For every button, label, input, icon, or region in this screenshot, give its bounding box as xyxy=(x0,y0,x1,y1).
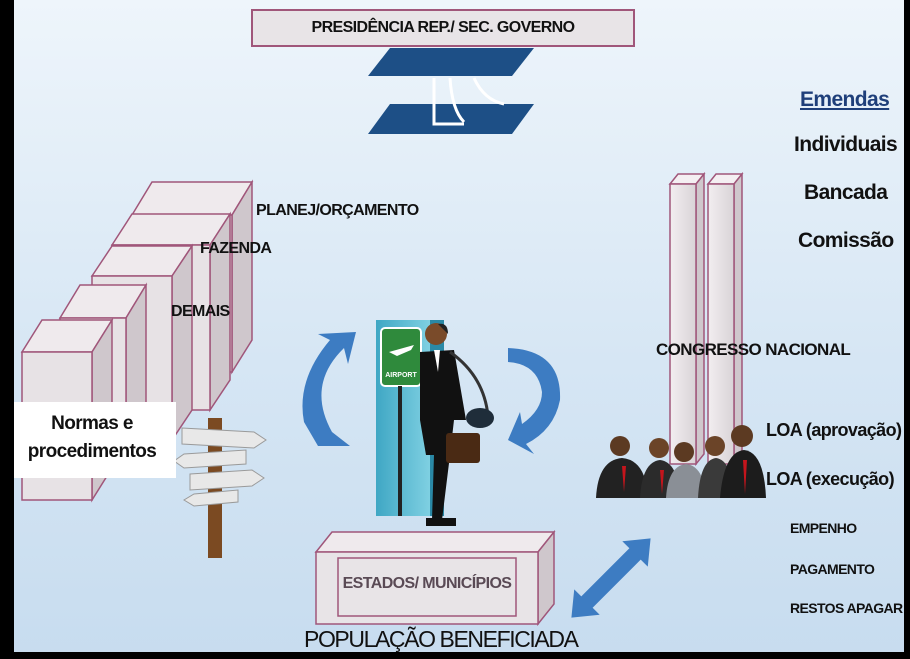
emendas-title: Emendas xyxy=(800,88,890,111)
demais-label: DEMAIS xyxy=(171,303,230,320)
loa-aprovacao-label: LOA (aprovação) xyxy=(766,420,902,440)
bottom-border xyxy=(0,652,910,659)
airport-sign-label: AIRPORT xyxy=(385,372,417,379)
stage-restos-apagar: RESTOS APAGAR xyxy=(790,600,903,616)
diagram-graphics xyxy=(20,9,766,627)
normas-box xyxy=(14,402,176,478)
curved-arrow-right xyxy=(508,348,561,454)
normas-label: Normas e procedimentos xyxy=(27,413,157,462)
emendas-item-comissao: Comissão xyxy=(798,229,894,252)
planejamento-label: PLANEJ/ORÇAMENTO xyxy=(256,202,419,219)
planalto-columns xyxy=(432,77,505,126)
congresso-label: CONGRESSO NACIONAL xyxy=(656,340,851,359)
fazenda-label: FAZENDA xyxy=(200,240,272,257)
stage-empenho: EMPENHO xyxy=(790,520,857,536)
emendas-item-individuais: Individuais xyxy=(794,133,898,156)
double-arrow xyxy=(571,538,651,618)
presidencia-label: PRESIDÊNCIA REP./ SEC. GOVERNO xyxy=(311,19,576,36)
populacao-label: POPULAÇÃO BENEFICIADA xyxy=(304,626,579,652)
congresso-towers xyxy=(668,171,744,467)
businessman xyxy=(420,323,494,526)
estados-label: ESTADOS/ MUNICÍPIOS xyxy=(342,575,512,592)
curved-arrow-left xyxy=(302,332,356,446)
emendas-item-bancada: Bancada xyxy=(804,181,888,204)
congressmen-group xyxy=(596,425,766,498)
presidencia-box-shape xyxy=(251,9,635,47)
planalto-lower-slab xyxy=(368,104,534,134)
estados-box-shape xyxy=(314,529,556,627)
planalto-upper-slab xyxy=(368,48,534,76)
diagram-canvas: PRESIDÊNCIA REP./ SEC. GOVERNO Emendas I… xyxy=(14,0,904,659)
loa-execucao-label: LOA (execução) xyxy=(766,469,895,489)
stage-pagamento: PAGAMENTO xyxy=(790,561,875,577)
signpost xyxy=(173,418,267,558)
